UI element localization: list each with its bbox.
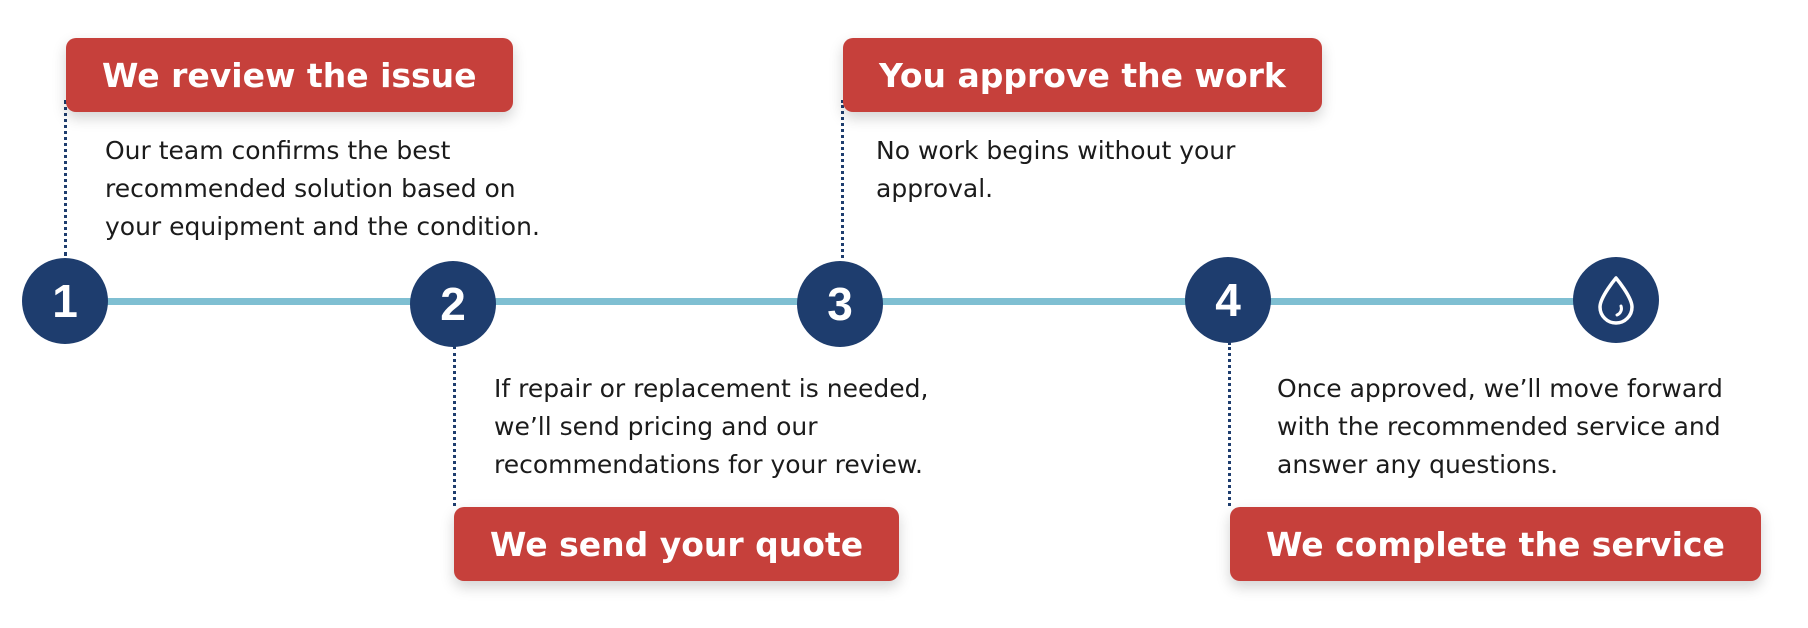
step-3-connector [841, 100, 844, 258]
description-line: with the recommended service and [1277, 412, 1721, 441]
step-4-description: Once approved, we’ll move forward with t… [1277, 370, 1723, 484]
step-2-title: We send your quote [454, 507, 900, 581]
step-2-description: If repair or replacement is needed, we’l… [494, 370, 928, 484]
step-4-number: 4 [1185, 257, 1271, 343]
description-line: Our team confirms the best [105, 136, 451, 165]
water-drop-node [1573, 257, 1659, 343]
step-1-number: 1 [22, 258, 108, 344]
step-3-title: You approve the work [843, 38, 1322, 112]
description-line: your equipment and the condition. [105, 212, 540, 241]
description-line: we’ll send pricing and our [494, 412, 818, 441]
step-2-number: 2 [410, 261, 496, 347]
step-4-connector [1228, 342, 1231, 506]
water-drop-icon [1598, 276, 1634, 325]
description-line: No work begins without your [876, 136, 1236, 165]
description-line: answer any questions. [1277, 450, 1559, 479]
description-line: recommended solution based on [105, 174, 516, 203]
description-line: If repair or replacement is needed, [494, 374, 929, 403]
step-2-connector [453, 346, 456, 506]
description-line: recommendations for your review. [494, 450, 923, 479]
step-1-connector [64, 100, 67, 256]
description-line: approval. [876, 174, 994, 203]
step-3-number: 3 [797, 261, 883, 347]
step-4-title: We complete the service [1230, 507, 1761, 581]
step-3-description: No work begins without your approval. [876, 132, 1235, 208]
step-1-description: Our team confirms the best recommended s… [105, 132, 540, 246]
step-1-title: We review the issue [66, 38, 513, 112]
description-line: Once approved, we’ll move forward [1277, 374, 1723, 403]
